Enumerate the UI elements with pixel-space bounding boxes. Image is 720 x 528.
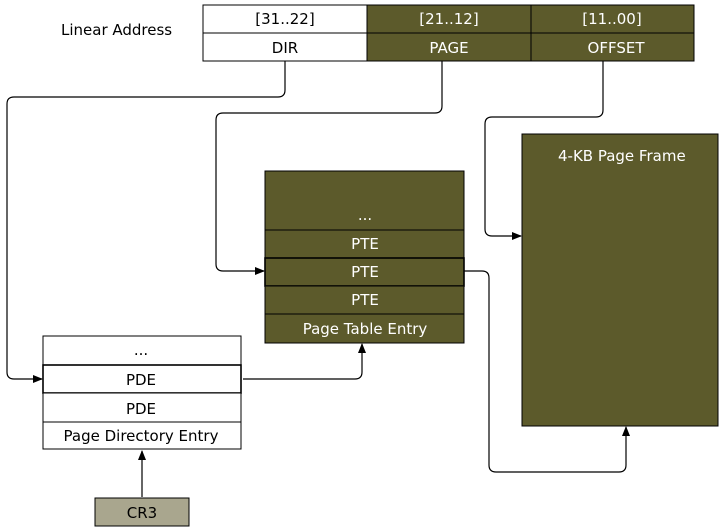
dir-name-cell bbox=[202, 32, 368, 62]
pte-to-frame-arrow bbox=[464, 270, 630, 473]
page-table-entry-label: Page Table Entry bbox=[303, 320, 428, 338]
page-name-label: PAGE bbox=[429, 39, 468, 57]
page-directory-entry-label: Page Directory Entry bbox=[64, 427, 219, 445]
dir-name-label: DIR bbox=[272, 39, 298, 57]
offset-name-label: OFFSET bbox=[588, 39, 646, 57]
linear-address-register: [31..22] DIR [21..12] PAGE [11..00] OFFS… bbox=[202, 4, 695, 62]
cr3-register: CR3 bbox=[94, 497, 190, 527]
page-directory-pde-label: PDE bbox=[126, 400, 156, 418]
pde-to-page-table-arrow bbox=[243, 343, 366, 380]
page-directory-ellipsis-label: ... bbox=[134, 341, 148, 359]
page-table-row-entry bbox=[264, 313, 465, 344]
linear-address-label: Linear Address bbox=[61, 21, 172, 39]
page-table-pte-label: PTE bbox=[351, 263, 379, 281]
page-directory-row-ellipsis bbox=[42, 335, 242, 366]
page-table-row-pte bbox=[264, 229, 465, 259]
page-directory: ... PDE PDE Page Directory Entry bbox=[42, 335, 242, 450]
page-bits-label: [21..12] bbox=[419, 10, 478, 28]
page-table: ... PTE PTE PTE Page Table Entry bbox=[264, 170, 465, 344]
dir-bits-label: [31..22] bbox=[255, 10, 314, 28]
cr3-box bbox=[94, 497, 190, 527]
page-to-pte-arrow bbox=[215, 61, 443, 275]
page-table-pte-label: PTE bbox=[351, 235, 379, 253]
page-table-pte-label: PTE bbox=[351, 291, 379, 309]
cr3-label: CR3 bbox=[127, 504, 157, 522]
connectors bbox=[6, 61, 630, 497]
page-bits-cell bbox=[366, 4, 532, 34]
offset-to-frame-arrow bbox=[484, 61, 604, 240]
page-frame: 4-KB Page Frame bbox=[521, 133, 719, 427]
page-frame-label: 4-KB Page Frame bbox=[558, 147, 686, 165]
page-directory-row-entry bbox=[42, 421, 242, 450]
page-table-ellipsis-label: ... bbox=[358, 206, 372, 224]
page-directory-pde-label: PDE bbox=[126, 371, 156, 389]
page-directory-row-pde bbox=[42, 392, 242, 423]
dir-to-pde-arrow bbox=[6, 61, 286, 383]
page-frame-box bbox=[521, 133, 719, 427]
offset-bits-label: [11..00] bbox=[582, 10, 641, 28]
page-table-row-pte bbox=[264, 285, 465, 315]
offset-name-cell bbox=[530, 32, 695, 62]
dir-bits-cell bbox=[202, 4, 368, 34]
